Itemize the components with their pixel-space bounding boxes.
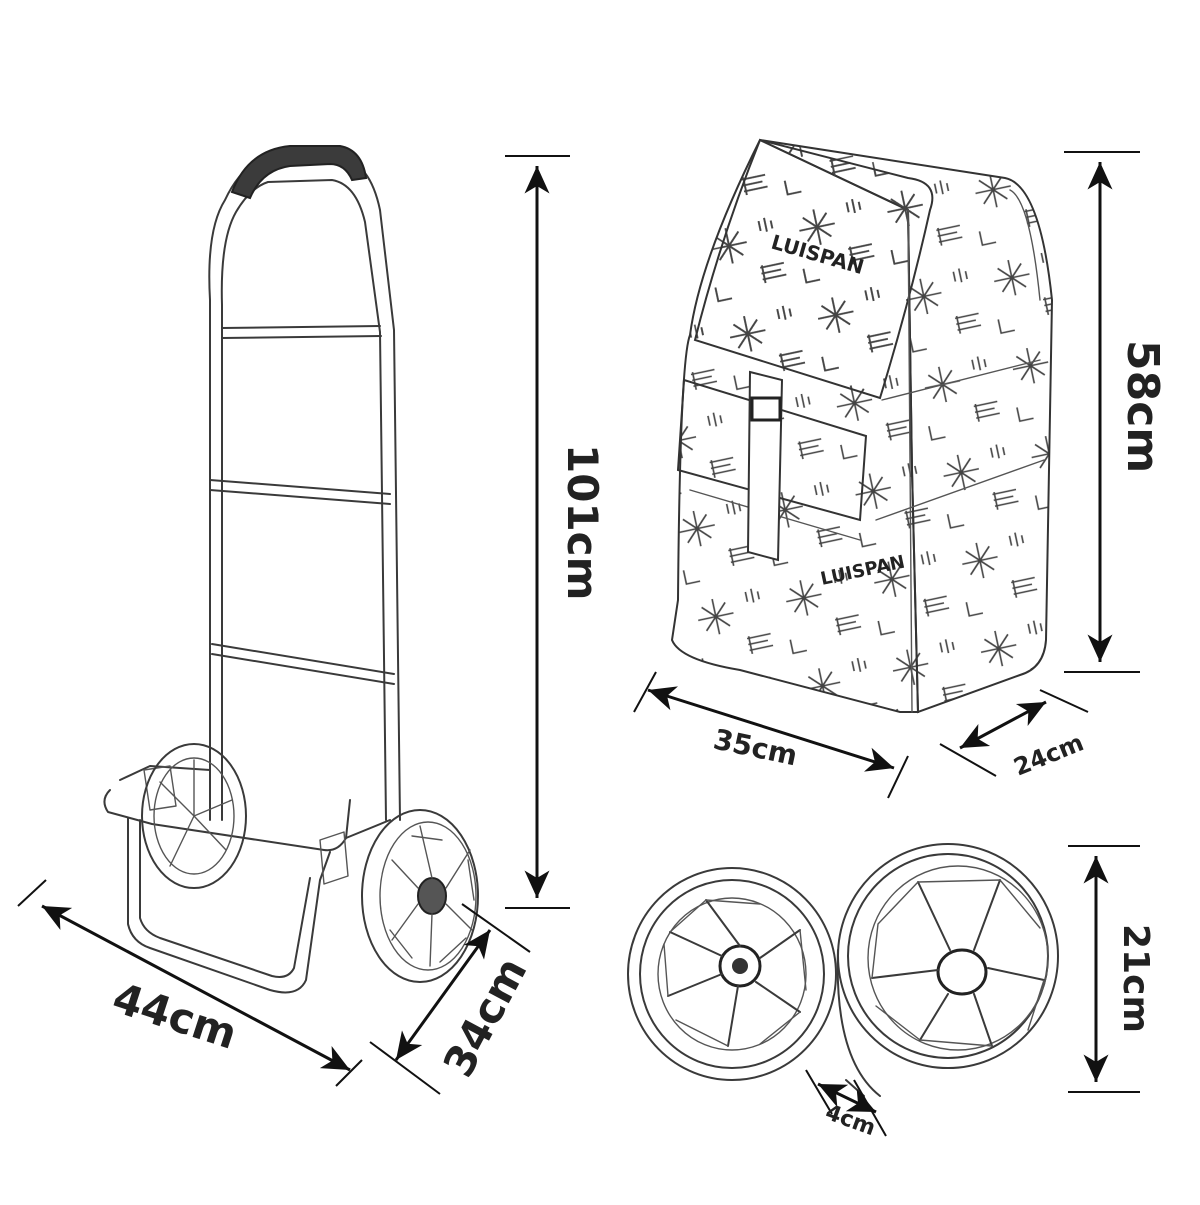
left-wheel xyxy=(141,743,247,889)
trolley-width-label: 44cm xyxy=(107,973,243,1059)
trolley-height-label: 101cm xyxy=(558,444,607,600)
wheel-front-view xyxy=(627,867,837,1081)
wheel-side-view xyxy=(836,843,1059,1097)
bag-width-dimension xyxy=(647,686,895,772)
wheel-diameter-label: 21cm xyxy=(1115,924,1156,1033)
frame-inner-rail xyxy=(220,179,387,821)
bag-buckle xyxy=(750,396,782,422)
trolley-frame-drawing xyxy=(103,145,479,994)
trolley-depth-dimension xyxy=(394,929,492,1061)
handle-grip xyxy=(230,145,368,200)
wheel-width-dimension xyxy=(817,1082,877,1114)
shopping-bag-drawing: LUISPAN LUISPAN xyxy=(670,138,1054,714)
bag-side-panel xyxy=(759,139,1054,714)
frame-outer-rail xyxy=(208,157,401,821)
bag-front-pocket xyxy=(676,378,868,522)
bag-width-label: 35cm xyxy=(711,723,801,773)
cross-bar-lower xyxy=(211,643,395,685)
bag-height-label: 58cm xyxy=(1117,340,1168,473)
trolley-width-dimension xyxy=(41,904,351,1072)
cross-bar-top xyxy=(221,325,382,339)
bag-top-flap xyxy=(693,138,934,400)
bag-depth-label: 24cm xyxy=(1010,728,1088,781)
axle-brackets xyxy=(143,765,349,885)
dimension-lines xyxy=(17,151,1140,1137)
bag-depth-dimension xyxy=(959,700,1047,750)
base-platform-top xyxy=(119,765,391,839)
wheel-pair-drawing xyxy=(627,843,1059,1097)
right-wheel xyxy=(361,809,479,983)
base-platform-front xyxy=(103,789,351,852)
cross-bar-middle xyxy=(209,479,391,505)
